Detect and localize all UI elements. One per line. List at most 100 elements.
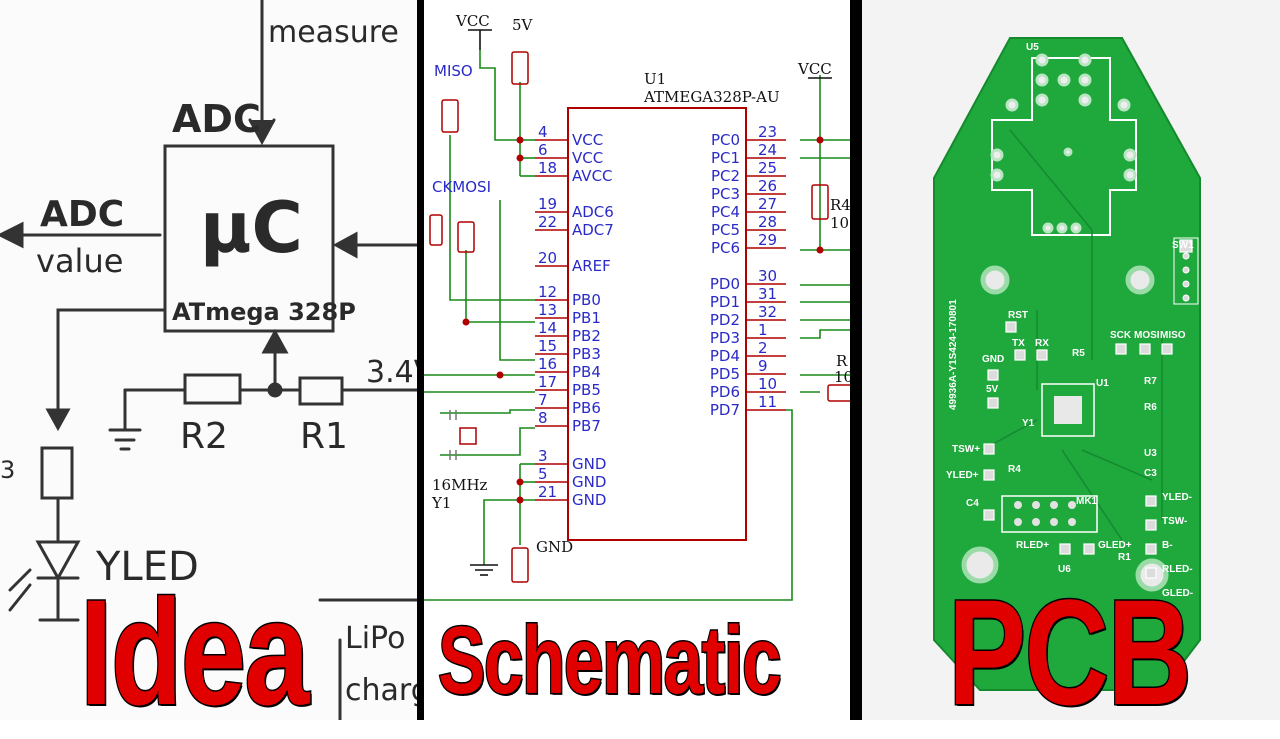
silk-miso: MISO: [1160, 330, 1186, 341]
lipo-label: LiPo: [345, 621, 405, 656]
right-pin-number: 24: [758, 141, 777, 159]
silk-u6: U6: [1058, 564, 1071, 575]
silk-r5: R5: [1072, 348, 1085, 359]
silk-sw1: SW1: [1172, 240, 1194, 251]
silk-mk1: MK1: [1076, 496, 1098, 507]
idea-sketch: measure ADC ADC value µC ATmega 328P R2 …: [0, 0, 420, 720]
left-pin-number: 3: [538, 447, 548, 465]
adc-out-label: ADC: [40, 194, 124, 235]
left-pin-name: VCC: [572, 149, 603, 167]
left-pin-number: 14: [538, 319, 557, 337]
right-pin-number: 27: [758, 195, 777, 213]
schematic-drawing: VCC 5V MISO CKMOSI U1 ATMEGA328P-AU VCC …: [420, 12, 862, 720]
ckmosi-label: CKMOSI: [432, 178, 491, 196]
silk-c3: C3: [1144, 468, 1157, 479]
schematic-title: Schematic: [437, 606, 783, 716]
charge-label: charg: [345, 673, 420, 708]
right-pin-name: PD1: [710, 293, 740, 311]
right-pin-name: PC2: [711, 167, 740, 185]
left-pin-name: PB1: [572, 309, 601, 327]
yled-label: YLED: [95, 544, 199, 590]
silk-mosi: MOSI: [1134, 330, 1160, 341]
left-pin-number: 12: [538, 283, 557, 301]
right-pin-number: 31: [758, 285, 777, 303]
silk-gled-plus: GLED+: [1098, 540, 1132, 551]
idea-title: Idea: [79, 567, 311, 738]
left-pin-number: 15: [538, 337, 557, 355]
r-right-label: R: [836, 352, 848, 370]
silk-tsw-minus: TSW-: [1162, 516, 1187, 527]
adc-in-label: ADC: [172, 97, 261, 141]
silk-c4: C4: [966, 498, 979, 509]
left-pin-number: 19: [538, 195, 557, 213]
right-pin-name: PC4: [711, 203, 740, 221]
r1-label: R1: [300, 416, 348, 457]
vcc-right-label: VCC: [797, 60, 832, 78]
silk-5v: 5V: [986, 384, 999, 395]
silk-rx: RX: [1035, 338, 1049, 349]
silk-yled-plus: YLED+: [946, 470, 979, 481]
left-pin-number: 17: [538, 373, 557, 391]
silk-gled-minus: GLED-: [1162, 588, 1193, 599]
pcb-panel: U5 SW1 49936A-Y1S424-170801 RST TX RX R5…: [862, 0, 1280, 720]
crystal-label: 16MHz: [432, 476, 488, 494]
silk-u1: U1: [1096, 378, 1109, 389]
left-pin-name: ADC6: [572, 203, 614, 221]
left-pin-name: PB2: [572, 327, 601, 345]
right-pin-number: 29: [758, 231, 777, 249]
left-pin-name: AREF: [572, 257, 611, 275]
right-pin-name: PC5: [711, 221, 740, 239]
left-pin-name: ADC7: [572, 221, 614, 239]
right-pin-number: 32: [758, 303, 777, 321]
silk-r4: R4: [1008, 464, 1021, 475]
right-pin-name: PD7: [710, 401, 740, 419]
u5-footprint: [991, 57, 1137, 236]
silk-r1: R1: [1118, 552, 1131, 563]
right-pin-name: PD2: [710, 311, 740, 329]
right-pin-number: 30: [758, 267, 777, 285]
board-outline: [933, 37, 1201, 691]
right-pin-name: PC6: [711, 239, 740, 257]
measure-label: measure: [268, 15, 399, 50]
chip-outline: [567, 107, 747, 541]
right-pin-number: 11: [758, 393, 777, 411]
left-pin-name: PB0: [572, 291, 601, 309]
right-pin-name: PC3: [711, 185, 740, 203]
left-pin-name: PB5: [572, 381, 601, 399]
right-pin-number: 23: [758, 123, 777, 141]
silk-rled-minus: RLED-: [1162, 564, 1193, 575]
r-right-value: 10: [834, 368, 853, 386]
edge-digit-label: 3: [0, 456, 15, 484]
schematic-panel: VCC 5V MISO CKMOSI U1 ATMEGA328P-AU VCC …: [420, 0, 862, 720]
right-pin-number: 1: [758, 321, 768, 339]
right-pin-number: 9: [758, 357, 768, 375]
silk-rst: RST: [1008, 310, 1028, 321]
right-pin-name: PC0: [711, 131, 740, 149]
left-pin-number: 5: [538, 465, 548, 483]
r4-value: 10: [830, 214, 849, 232]
silk-u5: U5: [1026, 42, 1039, 53]
idea-panel: measure ADC ADC value µC ATmega 328P R2 …: [0, 0, 420, 720]
r4-label: R4: [830, 196, 851, 214]
left-pin-name: GND: [572, 491, 606, 509]
silk-yled-minus: YLED-: [1162, 492, 1192, 503]
silk-tx: TX: [1012, 338, 1025, 349]
left-pin-number: 8: [538, 409, 548, 427]
right-pin-number: 2: [758, 339, 768, 357]
u1-label: U1: [644, 70, 666, 88]
left-pin-number: 6: [538, 141, 548, 159]
left-pin-name: VCC: [572, 131, 603, 149]
value-label: value: [36, 242, 123, 280]
right-pin-name: PD6: [710, 383, 740, 401]
5v-label: 5V: [512, 16, 534, 34]
right-pin-list: 23PC024PC125PC226PC327PC428PC529PC630PD0…: [710, 123, 777, 419]
volt-label: 3.4V: [366, 355, 420, 390]
right-pin-name: PD0: [710, 275, 740, 293]
left-pin-name: AVCC: [572, 167, 613, 185]
miso-label: MISO: [434, 62, 473, 80]
left-pin-name: PB4: [572, 363, 601, 381]
right-pin-number: 10: [758, 375, 777, 393]
left-pin-name: PB6: [572, 399, 601, 417]
silk-y1: Y1: [1022, 418, 1035, 429]
